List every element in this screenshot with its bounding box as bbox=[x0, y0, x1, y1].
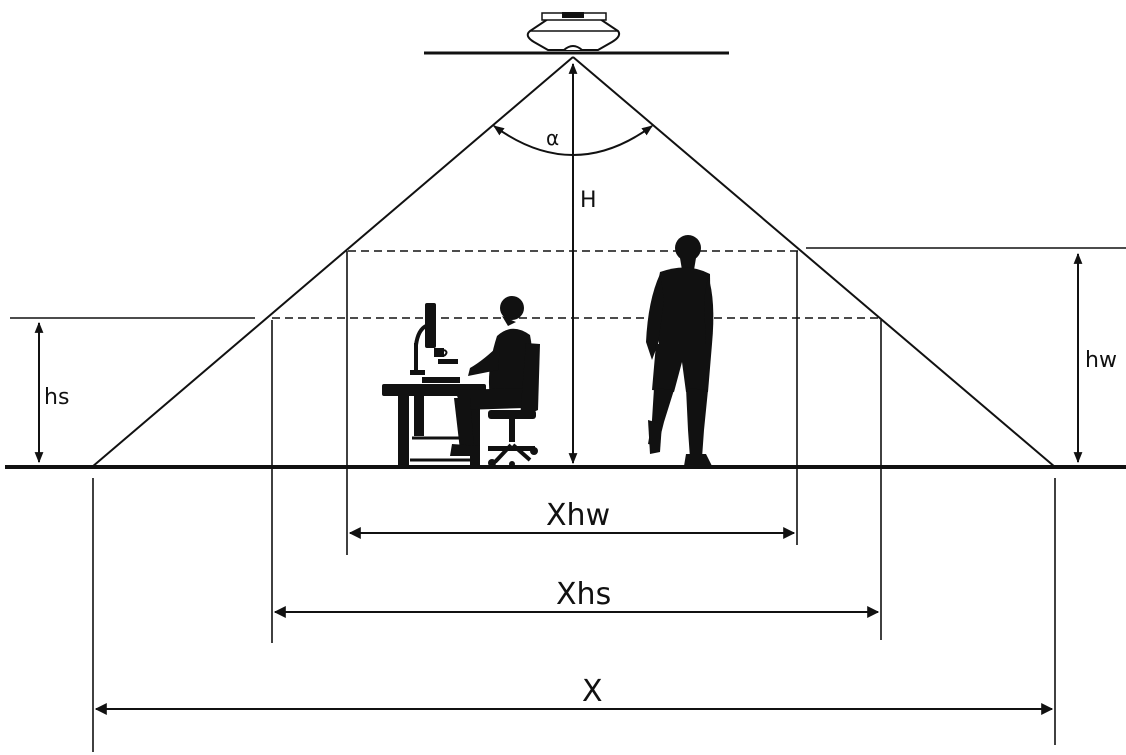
walking-height-label: hw bbox=[1085, 348, 1117, 373]
angle-label: α bbox=[546, 126, 559, 150]
detection-cone-left bbox=[91, 56, 574, 468]
x-label: X bbox=[582, 674, 603, 709]
ceiling-sensor-icon bbox=[526, 12, 621, 51]
height-label: H bbox=[580, 188, 597, 213]
seated-height-label: hs bbox=[44, 385, 69, 410]
seated-person-at-desk-icon bbox=[382, 296, 540, 467]
detection-cone-right bbox=[572, 56, 1056, 468]
xhs-label: Xhs bbox=[556, 577, 611, 612]
walking-person-icon bbox=[646, 235, 714, 466]
xhw-label: Xhw bbox=[546, 498, 610, 533]
